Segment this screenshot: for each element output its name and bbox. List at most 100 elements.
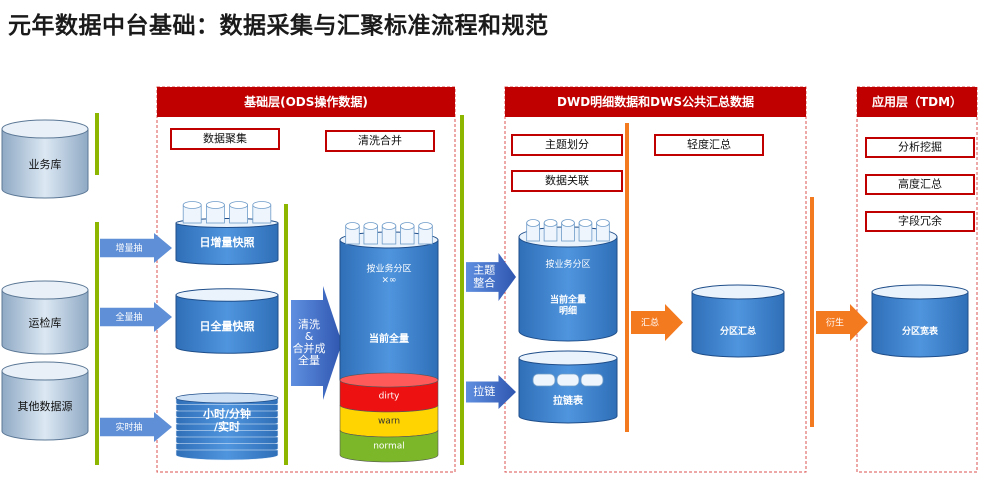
dwd-tag-light-agg: 轻度汇总	[654, 134, 764, 156]
app-header: 应用层（TDM）	[857, 87, 977, 117]
ods-store-increment-label: 日增量快照	[200, 235, 255, 249]
ingest-arrow-1-label-text: 增量抽	[115, 242, 142, 254]
label-line: 明细	[559, 304, 577, 316]
label-line: 清洗合并	[358, 133, 402, 147]
app-tag-1-box	[865, 137, 975, 158]
source-db-3-label: 其他数据源	[18, 399, 73, 413]
quality-band-normal-label-text: normal	[373, 441, 405, 451]
source-db-2-label-text: 运检库	[29, 316, 62, 330]
ingest-arrow-3-label: 实时抽	[115, 421, 142, 433]
label-line: /实时	[214, 420, 240, 434]
dwd-store-zipper-top	[518, 350, 618, 366]
mini-cylinder-top	[400, 222, 415, 230]
mini-cylinder-top	[596, 219, 610, 227]
label-line: 合并成	[293, 341, 326, 355]
label-line: 全量	[298, 353, 320, 367]
dwd-tag-theme: 主题划分	[511, 134, 623, 156]
ingest-arrow-2-label-text: 全量抽	[115, 311, 142, 323]
dwd-store-detail-sub-text: 当前全量明细	[550, 293, 586, 316]
label-line: ×∞	[381, 275, 396, 285]
source-db-1: 业务库	[1, 119, 89, 199]
ods-store-full-label-text: 日全量快照	[200, 319, 255, 333]
label-line: 分析挖掘	[898, 140, 942, 154]
source-db-1-label: 业务库	[29, 158, 62, 171]
dwd-arrow-zipper-label: 拉链	[473, 384, 495, 398]
ods-tag-clean-label: 清洗合并	[358, 133, 402, 147]
quality-band-dirty-label-text: dirty	[379, 391, 400, 401]
ods-store-full-top	[175, 288, 279, 302]
app-tag-2-label-text: 高度汇总	[898, 177, 942, 191]
dwd-header-label: DWD明细数据和DWS公共汇总数据	[557, 94, 754, 109]
derive-arrow-label-text: 衍生	[826, 316, 844, 328]
dwd-store-detail-label-text: 按业务分区	[545, 258, 590, 270]
dwd-store-agg	[691, 284, 785, 358]
label-line: 应用层（TDM）	[872, 94, 962, 109]
label-line: 基础层(ODS操作数据)	[243, 94, 368, 109]
label-line: 分区汇总	[720, 325, 756, 337]
agg-arrow-label: 汇总	[641, 316, 659, 328]
ingest-arrow-2-label: 全量抽	[115, 311, 142, 323]
dwd-tag-light-agg-label: 轻度汇总	[687, 137, 731, 151]
label-line: 主题	[473, 263, 495, 276]
ods-store-full-body	[175, 294, 279, 354]
app-header-label: 应用层（TDM）	[872, 94, 962, 109]
source-db-2: 运检库	[1, 280, 89, 355]
ods-header: 基础层(ODS操作数据)	[157, 87, 455, 117]
app-tag-2: 高度汇总	[865, 174, 975, 195]
mini-cylinder-top	[578, 219, 593, 227]
source-db-3-top	[1, 361, 89, 381]
dwd-tag-theme-box	[511, 134, 623, 156]
label-line: 整合	[473, 276, 495, 290]
label-line: 主题划分	[545, 138, 589, 151]
ods-header-label: 基础层(ODS操作数据)	[243, 94, 368, 109]
label-line: 实时抽	[115, 421, 142, 433]
ods-store-increment-label-text: 日增量快照	[200, 235, 255, 249]
dwd-store-detail-body	[518, 236, 618, 342]
mini-cylinder-top	[345, 222, 360, 230]
dwd-header-label-text: DWD明细数据和DWS公共汇总数据	[557, 94, 754, 109]
agg-arrow-shape	[631, 304, 683, 341]
ods-big-store-top-label-text: 按业务分区×∞	[366, 262, 411, 285]
ods-tag-collect-label-text: 数据聚集	[203, 131, 247, 145]
source-db-1-body	[1, 128, 89, 199]
app-tag-3-box	[865, 211, 975, 232]
dwd-arrow-zipper-label-text: 拉链	[473, 384, 495, 398]
dwd-tag-light-agg-box	[654, 134, 764, 156]
label-line: 当前全量	[550, 293, 586, 305]
app-tag-3: 字段冗余	[865, 211, 975, 232]
label-line: 按业务分区	[545, 258, 590, 270]
ods-store-increment-minis	[182, 201, 272, 224]
ods-tag-collect: 数据聚集	[170, 128, 280, 150]
app-tag-2-label: 高度汇总	[898, 177, 942, 191]
ods-store-realtime-label: 小时/分钟/实时	[202, 406, 251, 433]
mini-cylinder-top	[229, 201, 249, 209]
ods-big-store-body	[339, 239, 439, 381]
label-line: 衍生	[826, 316, 844, 328]
app-tag-3-label-text: 字段冗余	[898, 214, 942, 228]
clean-merge-arrow-label-text: 清洗&合并成全量	[293, 318, 326, 367]
label-line: 增量抽	[115, 242, 142, 254]
dwd-tag-theme-label-text: 主题划分	[545, 138, 589, 151]
label-line: 业务库	[29, 158, 62, 171]
source-db-1-label-text: 业务库	[29, 158, 62, 171]
label-line: 日全量快照	[200, 319, 255, 333]
realtime-top	[175, 392, 279, 404]
label-line: 拉链	[473, 384, 495, 398]
ods-big-store-mid-label: 当前全量	[369, 332, 409, 345]
quality-band-top	[339, 372, 439, 388]
app-tag-1-label: 分析挖掘	[898, 140, 942, 154]
label-line: 高度汇总	[898, 177, 942, 191]
dwd-arrow-theme-label: 主题整合	[473, 263, 495, 289]
dwd-store-zipper	[518, 350, 618, 424]
dwd-tag-link-box	[511, 170, 623, 192]
layer-panel-1	[156, 86, 456, 473]
realtime-slice	[175, 449, 279, 461]
mini-cylinder-top	[363, 222, 378, 230]
dwd-tag-link-label-text: 数据关联	[545, 173, 589, 187]
dwd-store-zipper-rolls	[532, 373, 604, 387]
dwd-store-agg-label-text: 分区汇总	[720, 325, 756, 337]
ods-big-store-minis	[345, 222, 433, 245]
mini-cylinder-top	[182, 201, 202, 209]
